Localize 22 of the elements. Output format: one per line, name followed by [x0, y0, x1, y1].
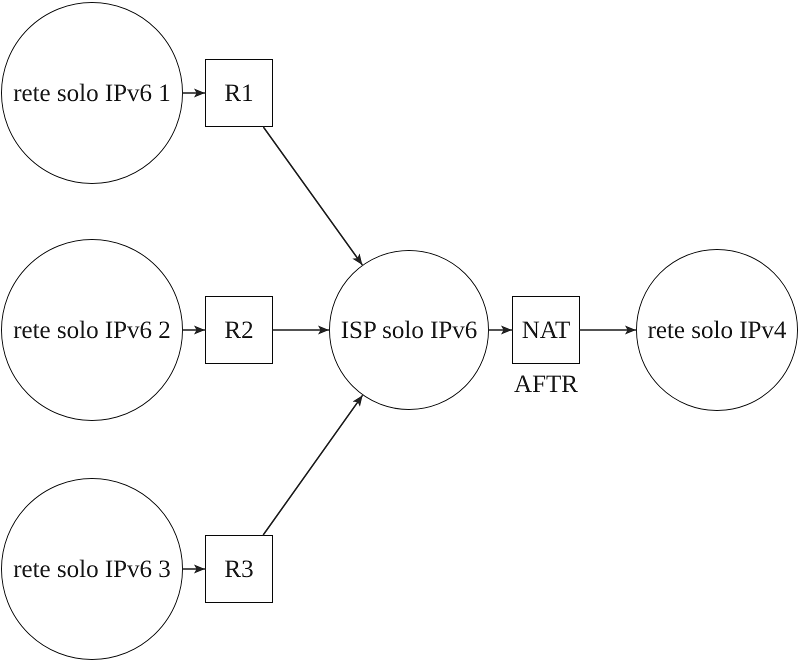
node-label: R2 [224, 318, 254, 342]
node-label: rete solo IPv6 2 [13, 318, 171, 342]
router-box [205, 535, 273, 603]
router-box [205, 296, 273, 364]
arrow [183, 88, 205, 98]
arrow [580, 326, 636, 334]
node-label: rete solo IPv4 [648, 318, 786, 342]
arrow [273, 326, 329, 334]
arrow [489, 326, 512, 334]
node-label: rete solo IPv6 3 [13, 556, 171, 582]
node-label: R1 [224, 80, 254, 106]
node-label: R3 [224, 556, 254, 582]
node-label: rete solo IPv6 1 [13, 80, 171, 106]
arrow [183, 326, 205, 334]
node-caption: AFTR [514, 372, 578, 397]
node-label: ISP solo IPv6 [340, 318, 478, 342]
node-label: NAT [522, 318, 570, 342]
arrow [183, 564, 205, 574]
router-box [512, 296, 580, 364]
arrow [262, 126, 364, 266]
arrow [262, 394, 364, 536]
router-box [205, 59, 273, 127]
